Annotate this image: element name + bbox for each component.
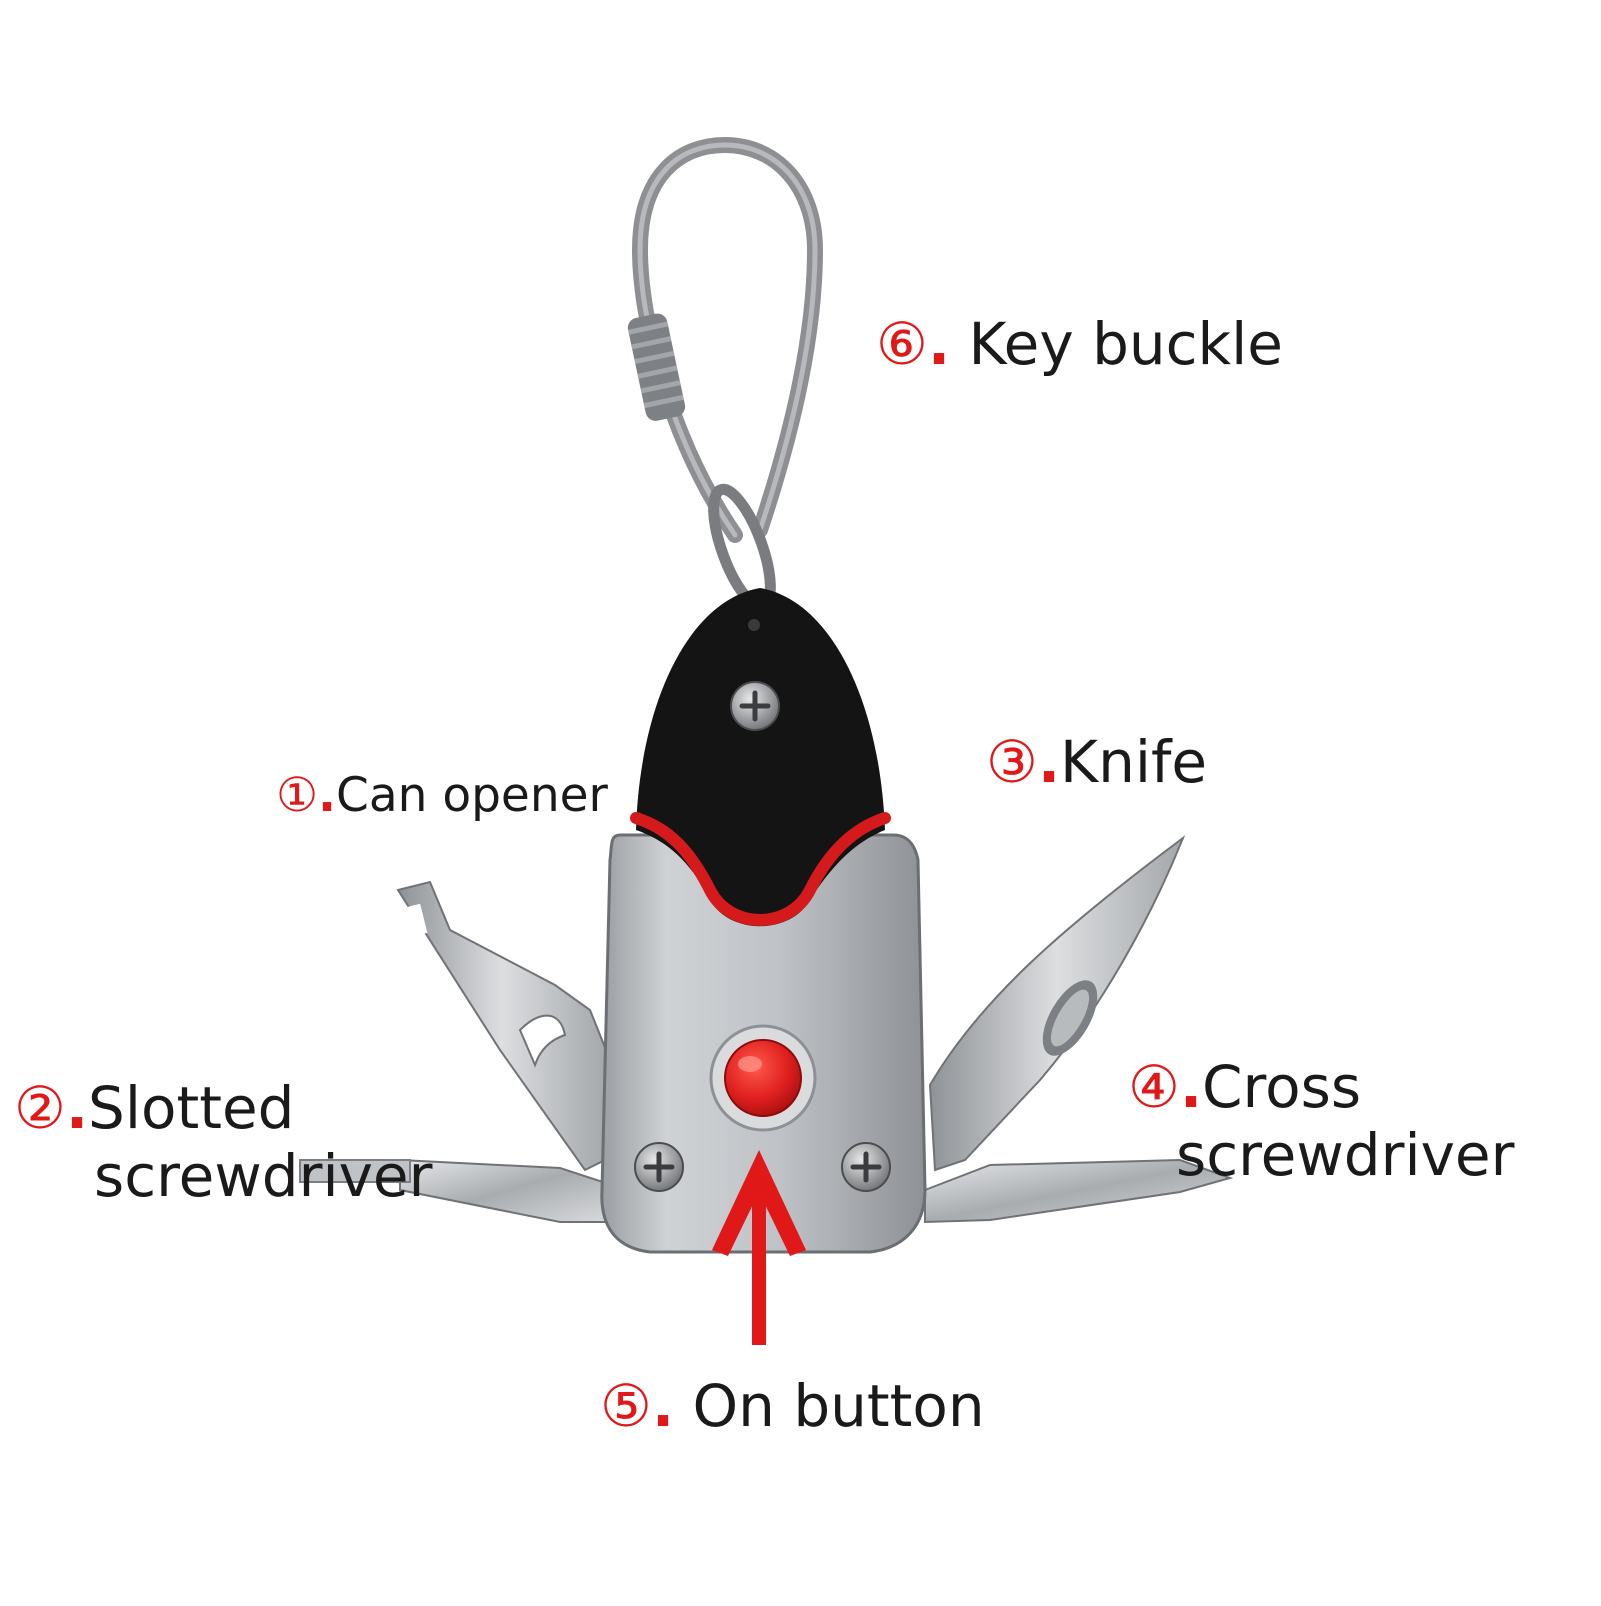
phillips-screw-icon [730,681,780,731]
callout-number: ⑥ [876,310,928,378]
carabiner-icon [627,136,824,613]
callout-label: Slotted [88,1074,295,1142]
knife-blade [928,835,1186,1172]
phillips-screw-icon [841,1142,891,1192]
callout-label: Key buckle [950,310,1283,378]
callout-dot: . [928,310,951,378]
callout-cross-screwdriver: ④.Cross screwdriver [1128,1053,1514,1189]
callout-label: Cross [1202,1053,1362,1121]
tool-body [600,588,927,1254]
callout-label: On button [674,1372,985,1440]
callout-number: ① [276,768,319,823]
callout-dot: . [652,1372,675,1440]
callout-number: ② [14,1074,66,1142]
callout-number: ⑤ [600,1372,652,1440]
callout-dot: . [66,1074,89,1142]
callout-key-buckle: ⑥. Key buckle [876,310,1283,378]
cross-screwdriver-blade [924,1158,1234,1224]
callout-label-line2: screwdriver [94,1142,433,1210]
callout-number: ④ [1128,1053,1180,1121]
phillips-screw-icon [634,1142,684,1192]
callout-label: Knife [1060,728,1208,796]
slotted-screwdriver-blade [299,1158,613,1223]
callout-dot: . [1180,1053,1203,1121]
arrow-up-icon [712,1150,806,1345]
callout-number: ③ [986,728,1038,796]
callout-slotted-screwdriver: ②.Slotted screwdriver [14,1074,432,1210]
callout-dot: . [318,768,336,823]
callout-label: Can opener [336,768,608,823]
callout-label-line2: screwdriver [1176,1121,1515,1189]
callout-can-opener: ①.Can opener [276,768,608,823]
callout-knife: ③.Knife [986,728,1207,796]
can-opener-blade [396,880,608,1172]
callout-on-button: ⑤. On button [600,1372,985,1440]
callout-dot: . [1038,728,1061,796]
red-on-button [709,1024,817,1132]
